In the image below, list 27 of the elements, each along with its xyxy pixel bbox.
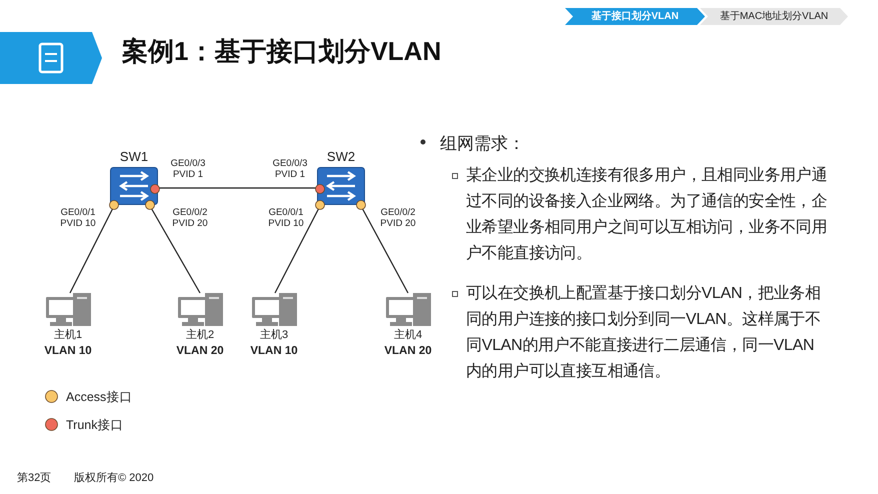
- breadcrumb-tab: 基于接口划分VLAN: [565, 8, 705, 25]
- port-label: GE0/0/3 PVID 1: [272, 158, 308, 180]
- switch-label: SW1: [118, 150, 150, 164]
- port-label: GE0/0/1 PVID 10: [267, 207, 305, 229]
- legend-label: Access接口: [66, 389, 132, 406]
- switch-label: SW2: [326, 150, 356, 164]
- paragraph: 可以在交换机上配置基于接口划分VLAN，把业务相同的用户连接的接口划分到同一VLAN。这样属于不同VLAN的用户不能直接进行二层通信，同一VLAN内的用户可以直接互相通信。: [466, 284, 822, 382]
- breadcrumb-tab: 基于MAC地址划分VLAN: [700, 8, 848, 25]
- connection-line: [158, 187, 317, 189]
- legend-label: Trunk接口: [66, 417, 124, 434]
- copyright-note: 版权所有© 2020: [74, 471, 154, 485]
- host-name: 主机1: [52, 328, 84, 342]
- port-label: GE0/0/2 PVID 20: [171, 207, 209, 229]
- list-heading: 组网需求：: [440, 133, 525, 155]
- paragraph: 某企业的交换机连接有很多用户，且相同业务用户通过不同的设备接入企业网络。为了通信的安全性，企业希望业务相同用户之间可以互相访问，业务不同用户不能直接访问。: [466, 166, 828, 264]
- host-name: 主机2: [184, 328, 216, 342]
- port-label: GE0/0/2 PVID 20: [379, 207, 417, 229]
- vlan-label: VLAN 20: [383, 345, 433, 357]
- host-name: 主机4: [392, 328, 424, 342]
- vlan-label: VLAN 20: [175, 345, 225, 357]
- vlan-label: VLAN 10: [249, 345, 299, 357]
- vlan-label: VLAN 10: [43, 345, 93, 357]
- port-label: GE0/0/1 PVID 10: [59, 207, 97, 229]
- page-number: 第32页: [17, 471, 52, 485]
- slide-title: 案例1：基于接口划分VLAN: [122, 35, 442, 68]
- port-label: GE0/0/3 PVID 1: [170, 158, 206, 180]
- host-name: 主机3: [258, 328, 290, 342]
